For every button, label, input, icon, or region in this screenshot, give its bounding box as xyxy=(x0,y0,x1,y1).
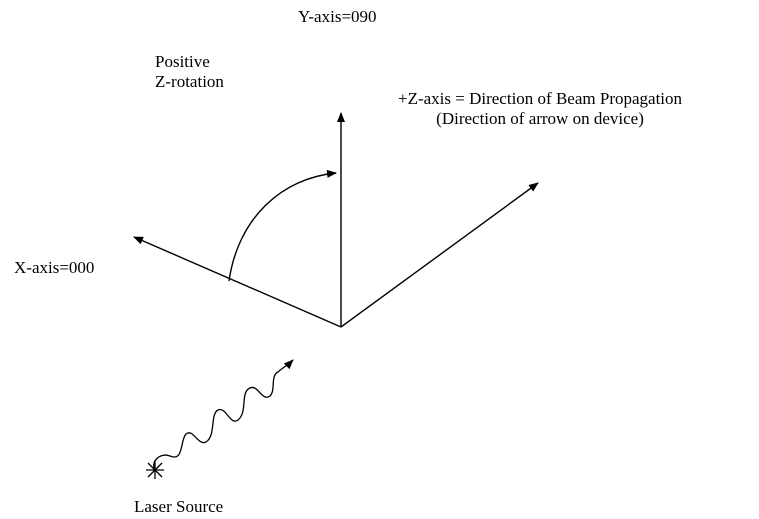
z-axis-label-line1: +Z-axis = Direction of Beam Propagation xyxy=(398,89,683,108)
z-axis-arrow xyxy=(340,182,539,328)
laser-source-label: Laser Source xyxy=(134,497,224,516)
z-rotation-label: Positive Z-rotation xyxy=(155,52,224,92)
x-axis-arrow xyxy=(133,236,342,328)
y-axis-label: Y-axis=090 xyxy=(298,7,377,26)
z-rotation-label-line2: Z-rotation xyxy=(155,72,224,91)
z-axis-label: +Z-axis = Direction of Beam Propagation … xyxy=(398,89,682,129)
z-axis-label-line2: (Direction of arrow on device) xyxy=(436,109,644,128)
x-axis-label: X-axis=000 xyxy=(14,258,95,277)
z-rotation-arc xyxy=(228,169,337,282)
laser-beam-wave xyxy=(153,359,294,471)
laser-source-star-icon xyxy=(146,461,164,479)
z-rotation-label-line1: Positive xyxy=(155,52,210,71)
